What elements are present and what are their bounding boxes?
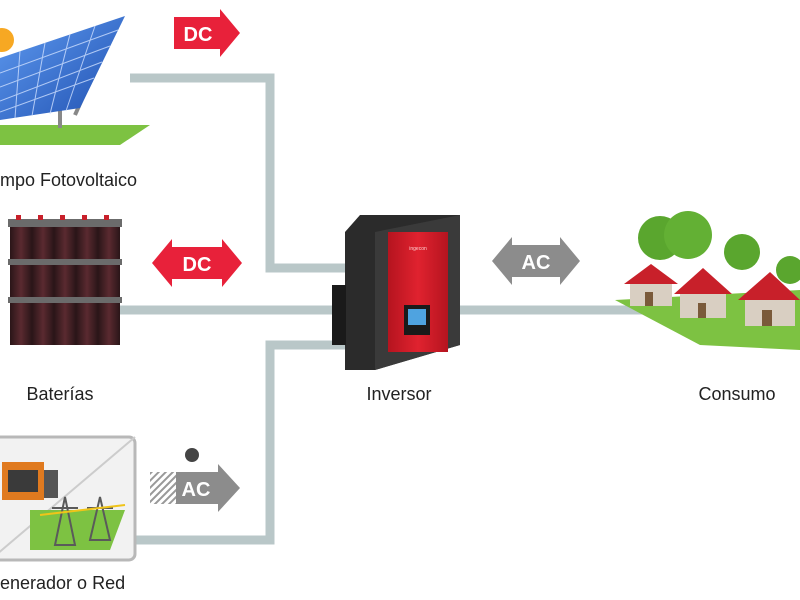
solar-line [130, 73, 345, 273]
house [624, 264, 678, 306]
solar-dc-badge: DC [174, 9, 240, 57]
house [674, 268, 732, 318]
houses-icon [615, 211, 800, 350]
inverter-brand: ingecon [409, 246, 427, 252]
generator-ac-badge: AC [150, 448, 240, 512]
connection-lines [115, 73, 660, 545]
solar-dc-label: DC [184, 24, 213, 46]
solar-label: mpo Fotovoltaico [0, 170, 138, 190]
consumption-ac-badge: AC [492, 237, 580, 285]
inverter-icon: ingecon [332, 215, 460, 370]
inverter-label: Inversor [366, 384, 432, 404]
batteries-label: Baterías [26, 384, 94, 404]
generator-line [130, 340, 345, 545]
generator-ac-label: AC [182, 479, 211, 501]
battery-dc-badge: DC [152, 239, 242, 287]
solar-panel-icon [0, 16, 150, 145]
generator-label: enerador o Red [0, 573, 126, 593]
house [738, 272, 800, 326]
battery-dc-label: DC [183, 254, 212, 276]
consumption-label: Consumo [698, 384, 776, 404]
battery-bank-icon [8, 215, 122, 345]
consumption-ac-label: AC [522, 252, 551, 274]
generator-and-grid-icon [0, 435, 137, 562]
